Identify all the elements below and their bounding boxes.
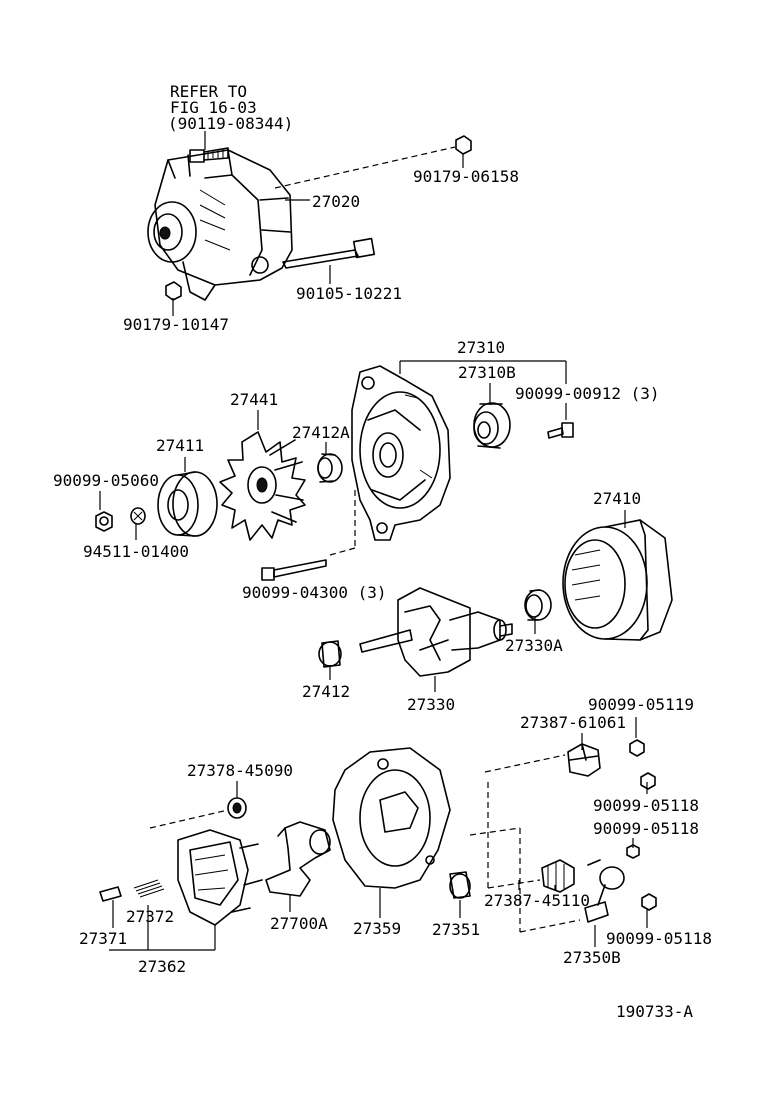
label-27372: 27372 (126, 907, 174, 926)
collar-27351 (449, 871, 471, 899)
figure-id: 190733-A (616, 1002, 693, 1021)
screw-90099-00912 (547, 422, 574, 439)
label-27359: 27359 (353, 919, 401, 938)
label-90099-00912: 90099-00912 (3) (515, 384, 660, 403)
label-90105-10221: 90105-10221 (296, 284, 402, 303)
label-27378-45090: 27378-45090 (187, 761, 293, 780)
refer-note-line1: REFER TO (170, 82, 247, 101)
fan-27441 (219, 431, 306, 541)
label-27700A: 27700A (270, 914, 328, 933)
label-27310B: 27310B (458, 363, 516, 382)
label-27371: 27371 (79, 929, 127, 948)
terminal-insulator-27387-45110 (541, 859, 575, 893)
label-27412A: 27412A (292, 423, 350, 442)
refer-note-line3: (90119-08344) (168, 114, 293, 133)
nut-90099-05118-c (641, 893, 657, 911)
bolt-90099-04300 (261, 559, 327, 581)
label-90099-05118-c: 90099-05118 (606, 929, 712, 948)
refer-note: REFER TO FIG 16-03 (90119-08344) (168, 82, 293, 133)
label-90099-05118-a: 90099-05118 (593, 796, 699, 815)
terminal-insulator-27387-61061 (567, 743, 601, 777)
nut-90099-05118-b (626, 844, 640, 859)
rear-frame-27359 (332, 747, 451, 889)
alternator-assembly-27020 (147, 149, 293, 301)
label-90099-05119: 90099-05119 (588, 695, 694, 714)
through-bolt-90105-10221 (282, 237, 376, 269)
label-27351: 27351 (432, 920, 480, 939)
bolt-90119-08344 (189, 147, 229, 163)
drive-end-frame-27310 (351, 365, 451, 541)
rectifier-holder-27378-45090 (227, 797, 247, 819)
label-90179-10147: 90179-10147 (123, 315, 229, 334)
regulator-27700A (265, 821, 331, 897)
label-27330A: 27330A (505, 636, 563, 655)
label-90099-04300: 90099-04300 (3) (242, 583, 387, 602)
label-90179-06158: 90179-06158 (413, 167, 519, 186)
pulley-27411 (157, 471, 218, 537)
label-27330: 27330 (407, 695, 455, 714)
nut-90179-06158 (455, 135, 472, 155)
rectifier-27362 (177, 829, 263, 926)
bearing-27330A (524, 589, 552, 621)
terminal-27350B (584, 859, 625, 923)
label-27410: 27410 (593, 489, 641, 508)
bearing-27310B (473, 402, 511, 449)
label-94511-01400: 94511-01400 (83, 542, 189, 561)
leader-lines (99, 131, 648, 951)
label-27387-61061: 27387-61061 (520, 713, 626, 732)
label-27350B: 27350B (563, 948, 621, 967)
label-27412: 27412 (302, 682, 350, 701)
label-27362: 27362 (138, 957, 186, 976)
washer-94511-01400 (130, 507, 146, 525)
label-27411: 27411 (156, 436, 204, 455)
label-27441: 27441 (230, 390, 278, 409)
stator-27410 (562, 519, 673, 641)
nut-90099-05060 (95, 511, 113, 532)
nut-90179-10147 (165, 281, 182, 301)
alignment-dashes (149, 146, 581, 933)
label-27310: 27310 (457, 338, 505, 357)
brush-27371 (99, 886, 122, 902)
brush-spring-27372 (133, 879, 165, 898)
nut-90099-05118-a (640, 772, 656, 790)
label-27020: 27020 (312, 192, 360, 211)
collar-27412A (317, 453, 343, 483)
collar-27412 (318, 640, 342, 668)
refer-note-line2: FIG 16-03 (170, 98, 257, 117)
label-90099-05060: 90099-05060 (53, 471, 159, 490)
rotor-27330 (359, 587, 513, 677)
label-27387-45110: 27387-45110 (484, 891, 590, 910)
label-90099-05118-b: 90099-05118 (593, 819, 699, 838)
nut-90099-05119 (629, 739, 645, 757)
